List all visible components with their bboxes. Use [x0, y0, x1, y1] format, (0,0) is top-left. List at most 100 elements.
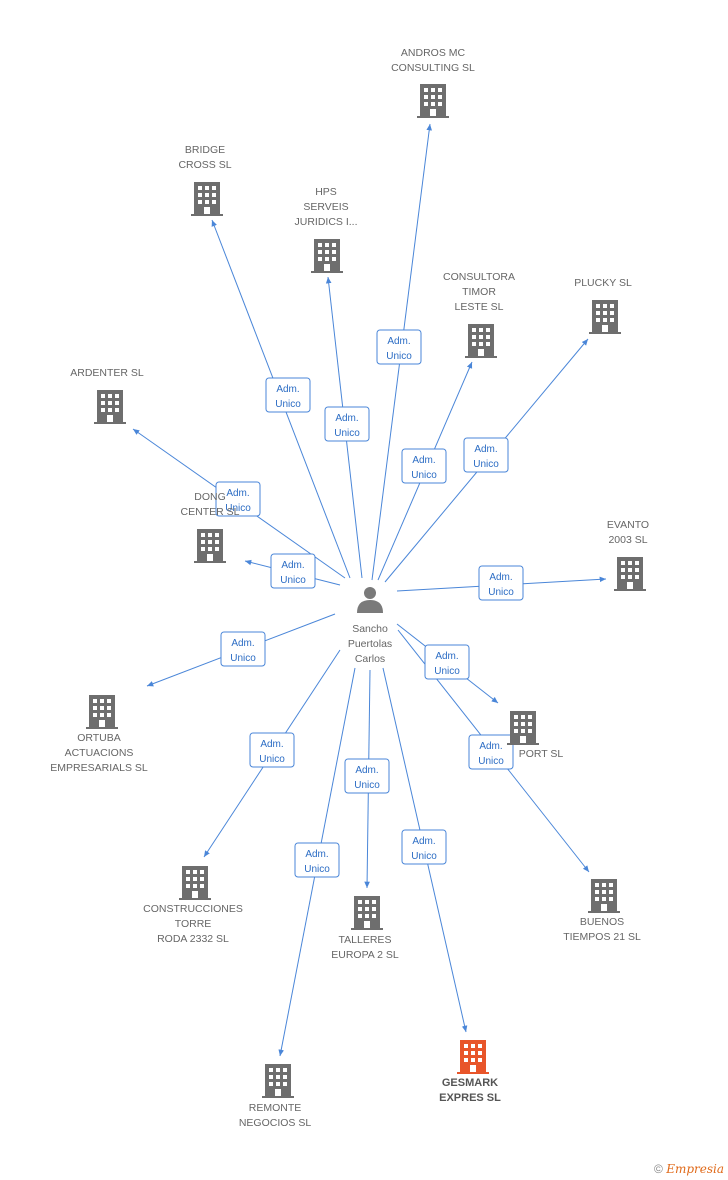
- role-badge-plucky[interactable]: Adm. Unico: [463, 437, 509, 473]
- role-label: Adm.: [479, 741, 502, 752]
- role-label: Adm.: [231, 638, 254, 649]
- role-label: Unico: [304, 864, 330, 875]
- company-label-hps[interactable]: JURIDICS I...: [294, 216, 357, 228]
- company-label-gesmark[interactable]: GESMARK: [442, 1077, 498, 1089]
- role-badge-talleres[interactable]: Adm. Unico: [344, 758, 390, 794]
- role-badge-remonte[interactable]: Adm. Unico: [294, 842, 340, 878]
- nodes-layer: ANDROS MC CONSULTING SL BRIDGE CROSS SL HPS S…: [50, 47, 649, 1129]
- role-label: Unico: [434, 666, 460, 677]
- person-name-label[interactable]: Puertolas: [348, 638, 392, 650]
- role-label: Unico: [225, 503, 251, 514]
- company-label-ortuba[interactable]: EMPRESARIALS SL: [50, 762, 148, 774]
- building-icon[interactable]: [94, 390, 126, 424]
- company-label-hps[interactable]: HPS: [315, 186, 337, 198]
- role-label: Adm.: [474, 444, 497, 455]
- role-badge-hps[interactable]: Adm. Unico: [324, 406, 370, 442]
- company-label-construcciones[interactable]: RODA 2332 SL: [157, 933, 229, 945]
- company-label-talleres[interactable]: TALLERES: [339, 934, 392, 946]
- roles-layer: Adm.UnicoAdm.UnicoAdm.UnicoAdm.UnicoAdm.…: [215, 329, 524, 878]
- person-name-label[interactable]: Sancho: [352, 623, 388, 635]
- company-label-andros[interactable]: ANDROS MC: [401, 47, 466, 59]
- role-badge-consultora[interactable]: Adm. Unico: [401, 448, 447, 484]
- role-badge-evanto[interactable]: Adm. Unico: [478, 565, 524, 601]
- role-badge-bridge[interactable]: Adm. Unico: [265, 377, 311, 413]
- company-label-bridge[interactable]: BRIDGE: [185, 144, 225, 156]
- company-label-ortuba[interactable]: ORTUBA: [77, 732, 121, 744]
- role-badge-gesmark[interactable]: Adm. Unico: [401, 829, 447, 865]
- footer: © Empresia: [654, 1162, 724, 1176]
- role-label: Unico: [386, 351, 412, 362]
- role-label: Adm.: [260, 739, 283, 750]
- role-label: Unico: [411, 470, 437, 481]
- building-icon[interactable]: [191, 182, 223, 216]
- building-icon[interactable]: [457, 1040, 489, 1074]
- building-icon[interactable]: [589, 300, 621, 334]
- company-label-hps[interactable]: SERVEIS: [303, 201, 348, 213]
- role-label: Adm.: [412, 455, 435, 466]
- person-name-label[interactable]: Carlos: [355, 653, 385, 665]
- company-label-construcciones[interactable]: CONSTRUCCIONES: [143, 903, 243, 915]
- role-badge-port[interactable]: Adm. Unico: [424, 644, 470, 680]
- empresia-logo[interactable]: Empresia: [666, 1162, 724, 1176]
- role-label: Adm.: [335, 413, 358, 424]
- company-label-andros[interactable]: CONSULTING SL: [391, 62, 475, 74]
- building-icon[interactable]: [179, 866, 211, 900]
- role-label: Unico: [230, 653, 256, 664]
- building-icon[interactable]: [194, 529, 226, 563]
- building-icon[interactable]: [262, 1064, 294, 1098]
- role-label: Unico: [280, 575, 306, 586]
- role-badge-buenos[interactable]: Adm. Unico: [468, 734, 514, 770]
- building-icon[interactable]: [311, 239, 343, 273]
- company-label-port[interactable]: PORT SL: [519, 748, 564, 760]
- role-label: Adm.: [412, 836, 435, 847]
- role-label: Adm.: [387, 336, 410, 347]
- company-label-consultora[interactable]: LESTE SL: [454, 301, 503, 313]
- building-icon[interactable]: [351, 896, 383, 930]
- role-label: Unico: [275, 399, 301, 410]
- role-label: Unico: [354, 780, 380, 791]
- building-icon[interactable]: [465, 324, 497, 358]
- company-label-plucky[interactable]: PLUCKY SL: [574, 277, 632, 289]
- company-label-talleres[interactable]: EUROPA 2 SL: [331, 949, 399, 961]
- role-label: Adm.: [489, 572, 512, 583]
- role-label: Adm.: [435, 651, 458, 662]
- company-label-evanto[interactable]: EVANTO: [607, 519, 649, 531]
- copyright-symbol: ©: [654, 1162, 663, 1176]
- building-icon[interactable]: [417, 84, 449, 118]
- role-label: Unico: [488, 587, 514, 598]
- role-badge-dong[interactable]: Adm.Unico: [270, 553, 316, 589]
- building-icon[interactable]: [588, 879, 620, 913]
- role-label: Unico: [259, 754, 285, 765]
- building-icon[interactable]: [86, 695, 118, 729]
- role-label: Adm.: [305, 849, 328, 860]
- company-label-buenos[interactable]: BUENOS: [580, 916, 624, 928]
- company-label-evanto[interactable]: 2003 SL: [608, 534, 647, 546]
- building-icon[interactable]: [507, 711, 539, 745]
- role-label: Unico: [334, 428, 360, 439]
- company-label-consultora[interactable]: TIMOR: [462, 286, 496, 298]
- company-label-buenos[interactable]: TIEMPOS 21 SL: [563, 931, 641, 943]
- company-label-dong[interactable]: DONG: [194, 491, 226, 503]
- role-label: Adm.: [226, 488, 249, 499]
- role-label: Unico: [478, 756, 504, 767]
- company-label-gesmark[interactable]: EXPRES SL: [439, 1092, 501, 1104]
- role-badge-construcciones[interactable]: Adm. Unico: [249, 732, 295, 768]
- role-label: Adm.: [355, 765, 378, 776]
- company-label-construcciones[interactable]: TORRE: [175, 918, 212, 930]
- company-label-remonte[interactable]: REMONTE: [249, 1102, 302, 1114]
- company-label-bridge[interactable]: CROSS SL: [178, 159, 231, 171]
- company-label-ortuba[interactable]: ACTUACIONS: [65, 747, 134, 759]
- person-icon[interactable]: [357, 587, 383, 613]
- role-label: Adm.: [276, 384, 299, 395]
- role-badge-andros[interactable]: Adm. Unico: [376, 329, 422, 365]
- role-badge-ortuba[interactable]: Adm. Unico: [220, 631, 266, 667]
- company-label-consultora[interactable]: CONSULTORA: [443, 271, 515, 283]
- company-label-remonte[interactable]: NEGOCIOS SL: [239, 1117, 312, 1129]
- building-icon[interactable]: [614, 557, 646, 591]
- role-label: Unico: [473, 459, 499, 470]
- company-label-dong[interactable]: CENTER SL: [181, 506, 240, 518]
- role-label: Unico: [411, 851, 437, 862]
- company-label-ardenter[interactable]: ARDENTER SL: [70, 367, 144, 379]
- role-badge-ardenter[interactable]: Adm. Unico: [215, 481, 261, 517]
